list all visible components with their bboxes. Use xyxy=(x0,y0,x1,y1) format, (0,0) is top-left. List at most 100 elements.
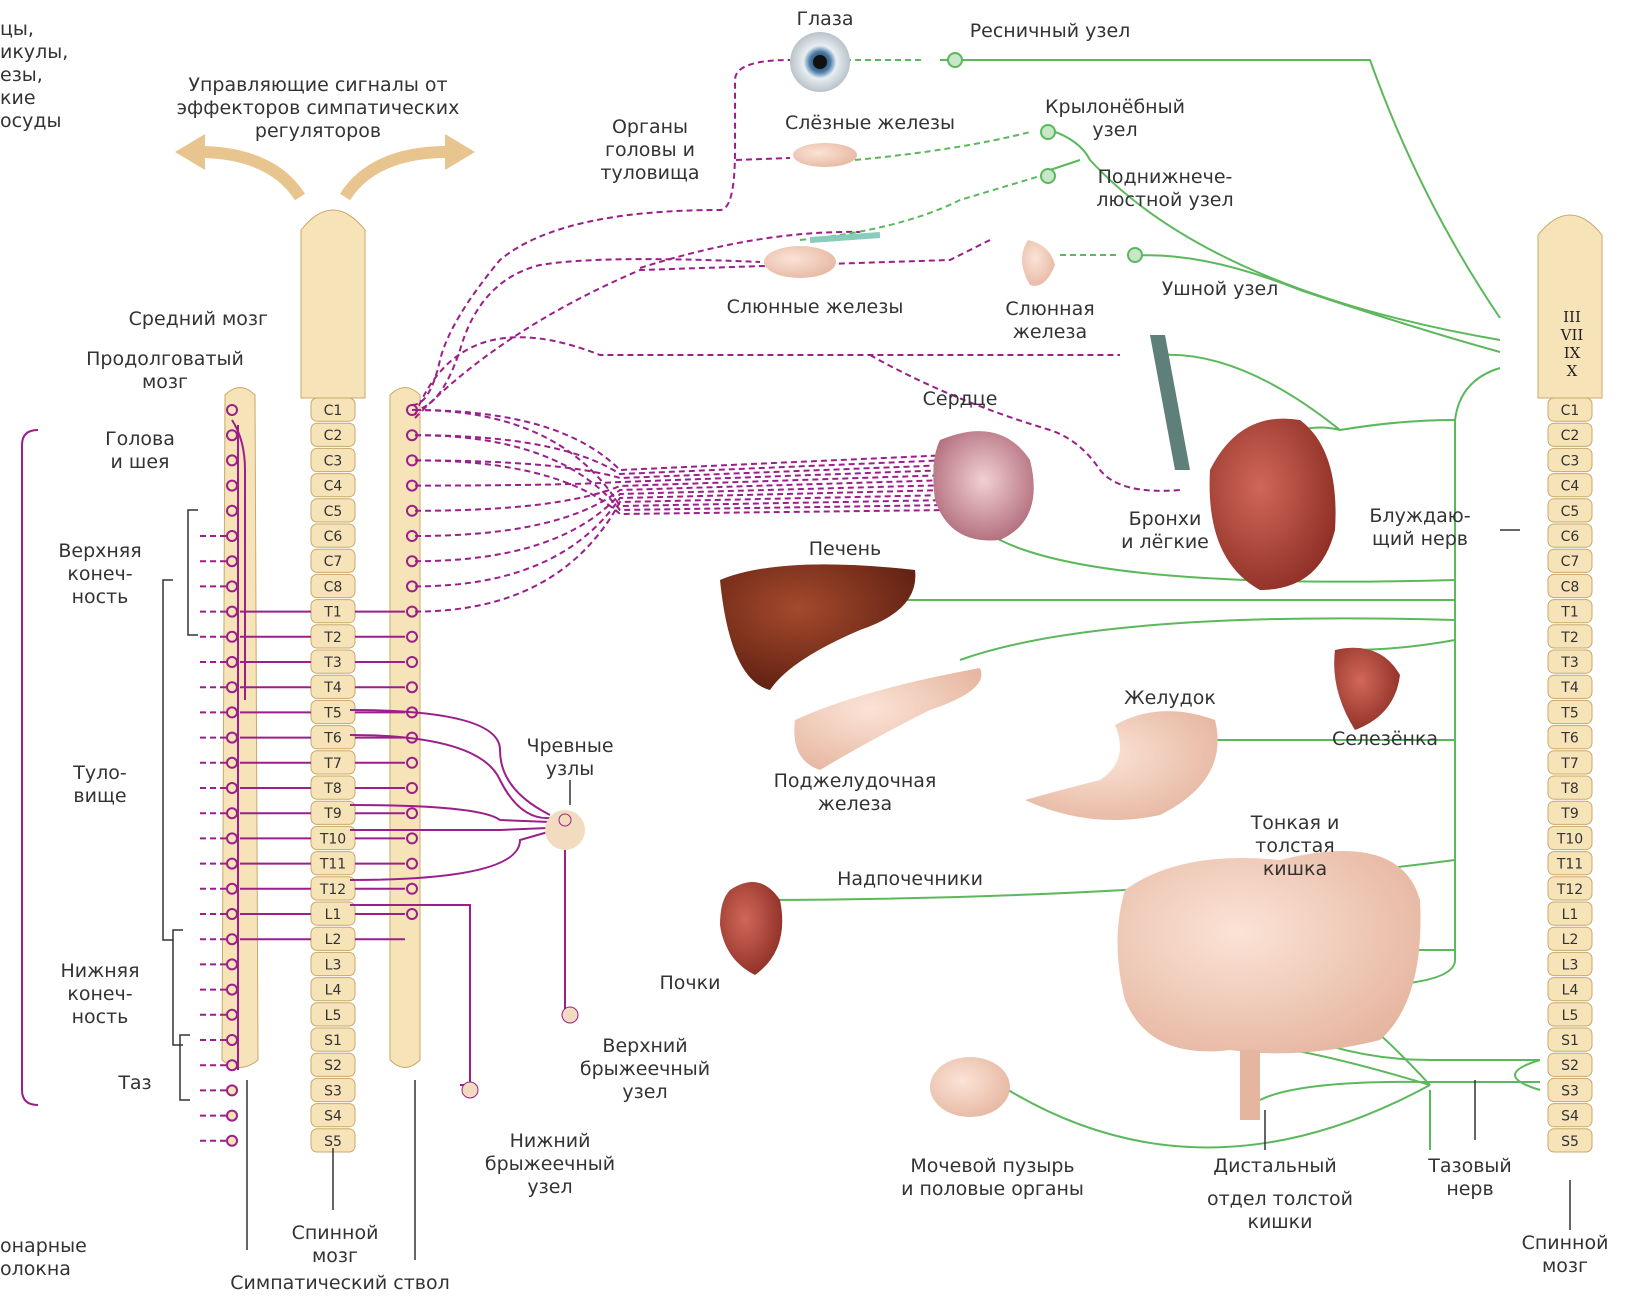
distal-colon-label-1: Дистальный xyxy=(1180,1155,1370,1178)
head-trunk-organs-label: Органы головы и туловища xyxy=(580,116,720,185)
segment-label-center: S1 xyxy=(324,1033,342,1049)
segment-label-center: T4 xyxy=(323,680,342,696)
cut-off-text-bottom-left: онарные олокна xyxy=(0,1235,87,1281)
chain-ganglion xyxy=(227,909,237,919)
chain-ganglion xyxy=(407,783,417,793)
chain-ganglion xyxy=(227,808,237,818)
chain-ganglion xyxy=(227,581,237,591)
eye-icon xyxy=(790,32,850,92)
trunk-label: Туло- вище xyxy=(50,762,150,808)
chain-ganglion xyxy=(407,682,417,692)
chain-ganglion xyxy=(407,833,417,843)
bladder-label: Мочевой пузырь и половые органы xyxy=(865,1155,1120,1201)
kidneys-label: Почки xyxy=(645,972,735,995)
segment-label-right: L2 xyxy=(1562,932,1579,948)
segment-label-center: L5 xyxy=(325,1008,342,1024)
chain-ganglion xyxy=(227,1136,237,1146)
segment-label-right: T10 xyxy=(1556,831,1583,847)
segment-label-center: C5 xyxy=(324,504,343,520)
segment-label-center: S4 xyxy=(324,1109,342,1125)
segment-label-right: T5 xyxy=(1560,705,1578,721)
chain-ganglion xyxy=(227,707,237,717)
segment-label-right: T6 xyxy=(1560,731,1579,747)
chain-ganglion xyxy=(227,682,237,692)
distal-colon-label-2: отдел толстой кишки xyxy=(1165,1188,1395,1234)
segment-label-right: T8 xyxy=(1560,781,1578,797)
cranial-nerve-label: III xyxy=(1563,308,1581,326)
celiac-ganglia-label: Чревные узлы xyxy=(505,735,635,781)
ganglion-icons xyxy=(948,53,1142,262)
stomach-label: Желудок xyxy=(1100,687,1240,710)
segment-label-center: C7 xyxy=(324,554,343,570)
bronchi-lungs-label: Бронхи и лёгкие xyxy=(1100,508,1230,554)
segment-label-right: S4 xyxy=(1561,1109,1579,1125)
segment-label-center: T11 xyxy=(319,857,346,873)
upper-limb-label: Верхняя конеч- ность xyxy=(40,540,160,609)
parotid-gland-icon xyxy=(1022,240,1055,286)
cranial-nerve-label: X xyxy=(1567,362,1578,380)
chain-ganglion xyxy=(227,1060,237,1070)
segment-label-center: L3 xyxy=(325,957,342,973)
sup-mesenteric-ganglion-icon xyxy=(562,1007,578,1023)
parasympathetic-spinal-cord: C1C2C3C4C5C6C7C8T1T2T3T4T5T6T7T8T9T10T11… xyxy=(1538,215,1602,1152)
liver-icon xyxy=(720,564,915,690)
cut-off-text-top-left: цы, икулы, езы, кие осуды xyxy=(0,18,68,133)
segment-label-right: T11 xyxy=(1556,857,1583,873)
segment-label-center: S2 xyxy=(324,1058,342,1074)
chain-ganglion xyxy=(407,859,417,869)
segment-label-right: C1 xyxy=(1561,403,1580,419)
segment-label-center: C3 xyxy=(324,453,343,469)
segment-label-center: T9 xyxy=(323,806,341,822)
segment-label-right: C2 xyxy=(1561,428,1580,444)
segment-label-right: L5 xyxy=(1562,1008,1579,1024)
chain-ganglion xyxy=(227,632,237,642)
salivary-glands-label: Слюнные железы xyxy=(680,296,950,319)
segment-label-center: T5 xyxy=(323,705,341,721)
segment-label-center: T2 xyxy=(323,630,341,646)
segment-label-center: C1 xyxy=(324,403,343,419)
lower-limb-label: Нижняя конеч- ность xyxy=(35,960,165,1029)
chain-ganglion xyxy=(407,657,417,667)
right-spinal-cord-label: Спинной мозг xyxy=(1500,1232,1630,1278)
chain-ganglion xyxy=(407,909,417,919)
segment-label-right: T9 xyxy=(1560,806,1578,822)
spinal-cord-label: Спинной мозг xyxy=(265,1222,405,1268)
otic-ganglion-label: Ушной узел xyxy=(1145,278,1295,301)
pancreas-label: Поджелудочная железа xyxy=(740,770,970,816)
heart-icon xyxy=(933,431,1033,540)
segment-label-center: T7 xyxy=(323,756,341,772)
segment-label-center: T1 xyxy=(323,605,341,621)
segment-label-center: S5 xyxy=(324,1134,342,1150)
segment-label-center: T8 xyxy=(323,781,341,797)
chain-ganglion xyxy=(227,1010,237,1020)
salivary-glands-icon xyxy=(764,235,880,278)
segment-label-center: L2 xyxy=(325,932,342,948)
control-signal-arrows xyxy=(190,152,455,197)
chain-ganglion xyxy=(227,758,237,768)
pancreas-icon xyxy=(794,668,981,770)
chain-ganglion xyxy=(227,833,237,843)
lacrimal-gland-icon xyxy=(793,143,857,167)
segment-label-right: C7 xyxy=(1561,554,1580,570)
cranial-nerve-label: IX xyxy=(1564,344,1581,362)
lacrimal-label: Слёзные железы xyxy=(745,112,995,135)
head-neck-label: Голова и шея xyxy=(85,428,195,474)
segment-label-center: C4 xyxy=(324,479,343,495)
salivary-gland-label: Слюнная железа xyxy=(975,298,1125,344)
intestine-label: Тонкая и толстая кишка xyxy=(1225,812,1365,881)
bladder-icon xyxy=(930,1057,1010,1117)
lung-icon xyxy=(1210,419,1336,590)
chain-ganglion xyxy=(407,808,417,818)
adrenals-label: Надпочечники xyxy=(805,868,1015,891)
inf-mesenteric-ganglion-icon xyxy=(462,1082,478,1098)
segment-label-right: L1 xyxy=(1562,907,1579,923)
control-signals-label: Управляющие сигналы от эффекторов симпат… xyxy=(128,74,508,143)
segment-label-right: C8 xyxy=(1561,579,1580,595)
chain-ganglion xyxy=(227,430,237,440)
segment-label-center: L4 xyxy=(325,983,342,999)
segment-label-right: C3 xyxy=(1561,453,1580,469)
spleen-icon xyxy=(1334,648,1400,730)
chain-ganglion xyxy=(227,1035,237,1045)
eyes-label: Глаза xyxy=(780,8,870,31)
pelvis-label: Таз xyxy=(105,1072,165,1095)
